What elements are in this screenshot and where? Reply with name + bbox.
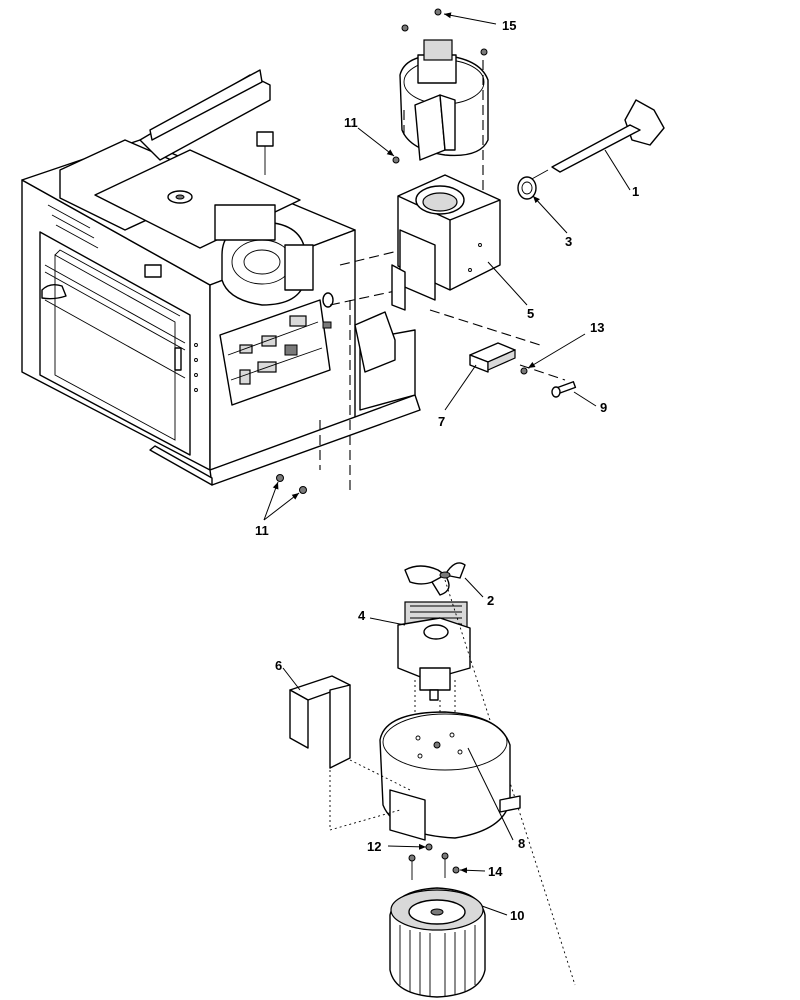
upper-blower-assembly (399, 39, 489, 161)
leader-lines (263, 12, 631, 916)
pin-9 (551, 381, 577, 398)
callout-4: 4 (358, 608, 366, 623)
blower-motor (397, 601, 471, 701)
screws-12-14 (408, 843, 460, 880)
callout-labels: 15 11 1 3 5 13 7 9 11 2 4 6 8 12 14 10 (255, 18, 639, 923)
callout-14: 14 (488, 864, 503, 879)
callout-1: 1 (632, 184, 639, 199)
callout-8: 8 (518, 836, 525, 851)
air-guide-bracket (289, 675, 351, 769)
callout-13: 13 (590, 320, 604, 335)
callout-11-upper: 11 (344, 115, 358, 130)
screw-15 (401, 8, 488, 56)
callout-2: 2 (487, 593, 494, 608)
callout-12: 12 (367, 839, 381, 854)
thermal-cutout (469, 342, 516, 373)
screw-11-lower (276, 474, 307, 494)
oven-cavity-assembly (21, 69, 421, 486)
callout-5: 5 (527, 306, 534, 321)
screw-13 (520, 367, 528, 375)
blower-scroll-housing (379, 711, 521, 841)
callout-3: 3 (565, 234, 572, 249)
callout-6: 6 (275, 658, 282, 673)
fan-blade (404, 562, 466, 596)
callout-9: 9 (600, 400, 607, 415)
callout-15: 15 (502, 18, 516, 33)
screw-11-upper (392, 156, 400, 164)
strain-relief-bushing (517, 176, 537, 200)
power-cord (529, 99, 665, 181)
blower-wheel (389, 887, 486, 998)
duct-housing (391, 174, 501, 311)
callout-10: 10 (510, 908, 524, 923)
callout-11-lower: 11 (255, 523, 269, 538)
callout-7: 7 (438, 414, 445, 429)
